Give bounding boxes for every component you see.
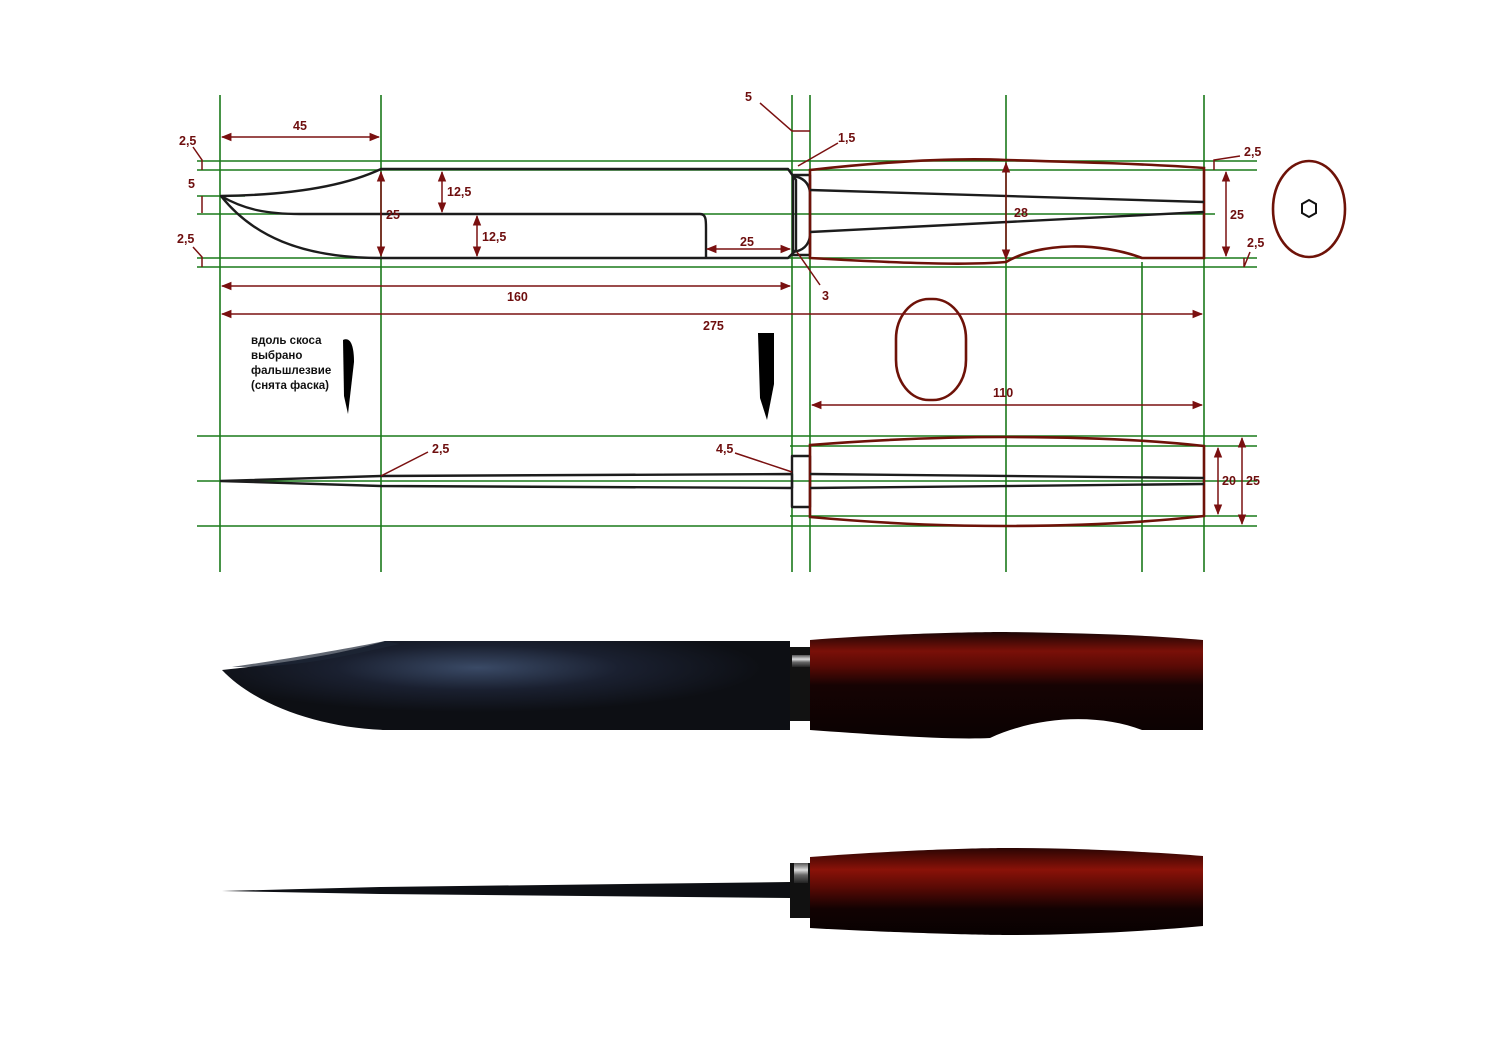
dim-label-45: 45	[293, 119, 307, 133]
blade-profile-icon	[758, 333, 774, 420]
false-edge-profile-icon	[343, 339, 354, 414]
rendered-knife-top	[222, 848, 1203, 935]
tang-taper-lower	[809, 210, 1205, 234]
dim-leader-5-ricasso	[759, 102, 810, 132]
false-edge-note: вдоль скоса выбрано фальшлезвие (снята ф…	[251, 335, 331, 392]
dim-label-25-blade: 25	[386, 208, 400, 222]
rendered-blade-side	[222, 641, 790, 730]
tang-taper-upper	[809, 188, 1205, 204]
dim-label-2-5-top-right: 2,5	[1244, 145, 1261, 159]
dim-label-2-5-top-left: 2,5	[179, 134, 196, 148]
dim-label-1-5: 1,5	[838, 131, 855, 145]
rendered-handle-side	[810, 632, 1203, 739]
dim-label-2-5-bottom-right: 2,5	[1247, 236, 1264, 250]
rendered-bolster-ring	[792, 655, 810, 667]
dim-label-25-fuller: 25	[740, 235, 754, 249]
tang-top-line-2	[809, 482, 1205, 490]
dim-label-2-5-bottom-left: 2,5	[177, 232, 194, 246]
dim-label-3: 3	[822, 289, 829, 303]
dim-label-2-5-spine: 2,5	[432, 442, 449, 456]
dim-leader-2-5-top-right	[1213, 155, 1241, 170]
dim-leader-2-5-top-left	[192, 146, 203, 170]
blade-bevel-line	[220, 194, 708, 258]
rendered-blade-edge-bevel	[232, 641, 400, 668]
dim-leader-1-5	[797, 142, 839, 167]
dim-label-28: 28	[1014, 206, 1028, 220]
note-line-2: выбрано	[251, 350, 302, 362]
dim-label-25-top-view: 25	[1246, 474, 1260, 488]
dimensions: 45 5 1,5 2,5 5 2,5 12,5 25 12,5 25 3 28 …	[177, 90, 1264, 526]
rendered-knife-side	[222, 632, 1203, 739]
dim-label-5-ricasso: 5	[745, 90, 752, 104]
handle-outline-side	[808, 158, 1206, 265]
middle-section	[343, 297, 968, 420]
construction-grid	[197, 95, 1257, 572]
hex-nut-icon	[1301, 198, 1317, 219]
handle-cross-section-oval	[894, 297, 968, 402]
dim-leader-3	[796, 251, 821, 286]
handle-cross-section-side	[1271, 159, 1347, 259]
dim-leader-4-5	[734, 452, 793, 473]
tang-top-line	[809, 472, 1205, 480]
note-line-4: (снята фаска)	[251, 380, 329, 392]
note-line-3: фальшлезвие	[251, 365, 331, 377]
dim-leader-2-5-bottom-right	[1243, 251, 1251, 268]
dim-label-160: 160	[507, 290, 528, 304]
dim-leader-2-5-bottom-left	[192, 246, 203, 267]
dim-label-12-5-lower: 12,5	[482, 230, 506, 244]
dim-label-25-handle: 25	[1230, 208, 1244, 222]
dim-label-4-5: 4,5	[716, 442, 733, 456]
dim-label-275: 275	[703, 319, 724, 333]
dim-label-5-tip: 5	[188, 177, 195, 191]
blade-outline	[219, 167, 798, 260]
dim-label-12-5-upper: 12,5	[447, 185, 471, 199]
note-line-1: вдоль скоса	[251, 335, 322, 347]
rendered-handle-top	[810, 848, 1203, 935]
dim-label-110: 110	[993, 386, 1013, 400]
top-view-drawing	[219, 435, 1206, 528]
dim-label-20: 20	[1222, 474, 1236, 488]
rendered-blade-top	[222, 882, 790, 898]
rendered-bolster-top-ring	[794, 863, 808, 883]
dim-leader-2-5-spine	[380, 451, 429, 477]
handle-outline-top	[808, 435, 1206, 528]
